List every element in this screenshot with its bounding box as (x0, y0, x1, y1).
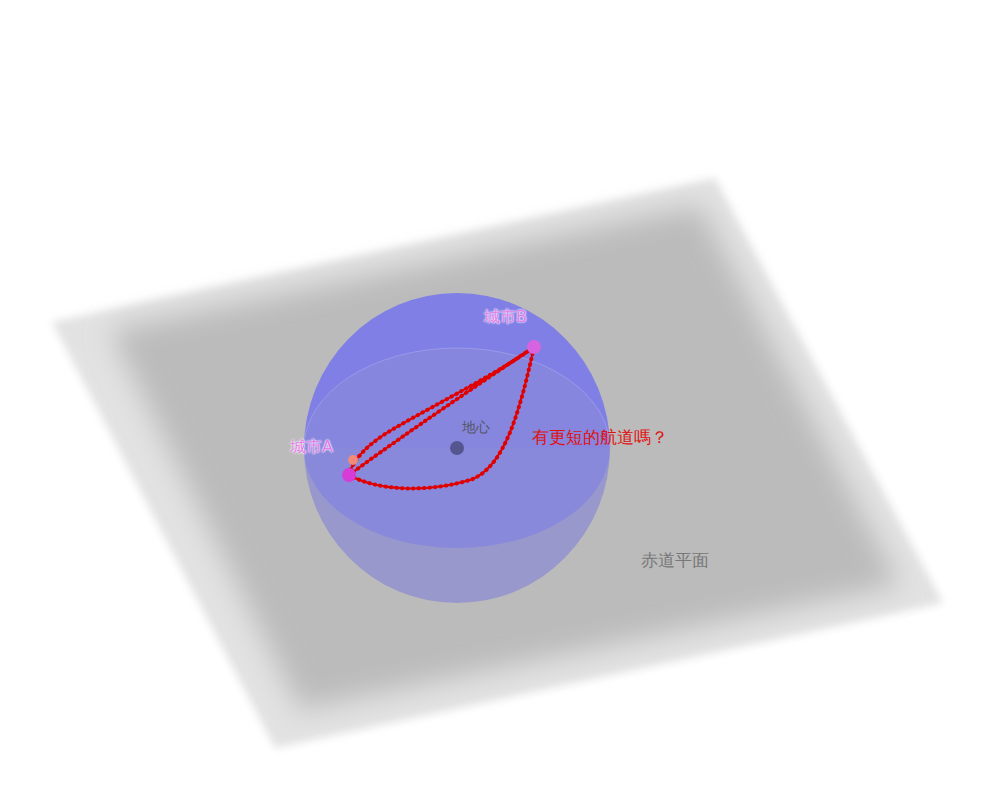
route-lower (349, 347, 534, 488)
route-upper (349, 347, 534, 475)
city-dot (527, 340, 541, 354)
waypoint-dot (348, 455, 358, 465)
equator-disk (304, 348, 610, 548)
earth-center-dot (450, 441, 464, 455)
route-lower-line (349, 347, 534, 488)
plane-label: 赤道平面 (641, 551, 709, 570)
center-label: 地心 (462, 420, 490, 435)
equator-plane-edge (52, 178, 943, 748)
question-note: 有更短的航道嗎？ (532, 428, 668, 447)
city-label: 城市B (484, 308, 527, 326)
city-label: 城市A (290, 438, 333, 456)
equator-plane (110, 205, 900, 710)
route-middle (349, 347, 534, 475)
city-dot (342, 468, 356, 482)
route-middle-line (349, 347, 534, 475)
route-upper-line (349, 347, 534, 475)
